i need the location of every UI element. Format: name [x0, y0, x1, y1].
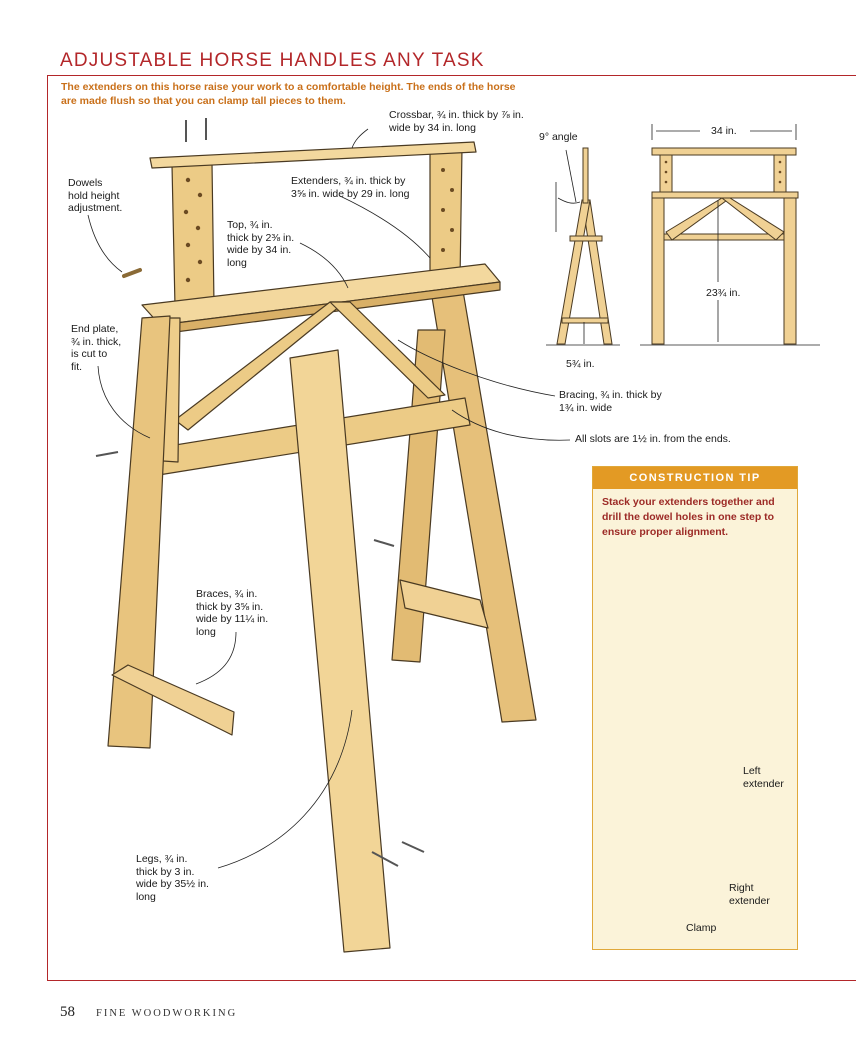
callout-bracing: Bracing, ¾ in. thick by 1¾ in. wide — [559, 389, 662, 414]
back-right-leg — [429, 284, 537, 723]
callout-slots: All slots are 1½ in. from the ends. — [575, 433, 731, 445]
callout-crossbar: Crossbar, ¾ in. thick by ⅞ in. wide by 3… — [389, 109, 524, 134]
leader-bracing — [397, 339, 556, 397]
callout-extenders: Extenders, ¾ in. thick by 3⅝ in. wide by… — [291, 175, 410, 200]
callout-braces: Braces, ¾ in. thick by 3⅝ in. wide by 11… — [196, 588, 269, 638]
article-frame — [47, 75, 856, 981]
page-title: ADJUSTABLE HORSE HANDLES ANY TASK — [60, 50, 485, 71]
back-brace — [399, 579, 489, 629]
leader-extenders — [339, 195, 431, 259]
tip-text: Stack your extenders together and drill … — [602, 496, 775, 538]
label-left-extender: Left extender — [743, 765, 784, 790]
callout-dowels: Dowels hold height adjustment. — [68, 177, 123, 214]
front-brace — [111, 664, 235, 736]
front-view-crossbar — [651, 147, 797, 156]
label-right-extender: Right extender — [729, 882, 770, 907]
front-view-top — [651, 191, 799, 199]
leader-top — [299, 242, 349, 289]
tip-heading: CONSTRUCTION TIP — [593, 467, 797, 489]
dim-width: 34 in. — [711, 125, 737, 137]
callout-end-plate: End plate, ¾ in. thick, is cut to fit. — [71, 323, 122, 373]
left-extender — [171, 162, 215, 308]
dim-height: 23¾ in. — [706, 287, 741, 299]
front-left-leg — [107, 315, 171, 749]
construction-tip-box: CONSTRUCTION TIP Stack your extenders to… — [592, 466, 798, 950]
front-right-leg — [289, 349, 391, 953]
right-extender — [429, 147, 463, 283]
leader-dowels — [87, 214, 123, 273]
dim-brace-height: 5¾ in. — [566, 358, 595, 370]
leader-slots — [451, 409, 571, 441]
leader-endplate — [97, 365, 151, 439]
magazine-name: FINE WOODWORKING — [96, 1008, 238, 1019]
bracing-right — [329, 301, 446, 399]
leader-braces — [195, 631, 237, 685]
label-clamp: Clamp — [686, 922, 717, 934]
leader-crossbar — [351, 128, 369, 149]
dim-angle: 9° angle — [539, 131, 578, 143]
crossbar — [149, 141, 477, 169]
side-extender — [582, 147, 589, 204]
callout-legs: Legs, ¾ in. thick by 3 in. wide by 35½ i… — [136, 853, 209, 903]
page-number: 58 — [60, 1004, 75, 1020]
leader-legs — [217, 709, 353, 869]
callout-top: Top, ¾ in. thick by 2⅜ in. wide by 34 in… — [227, 219, 295, 269]
intro-text: The extenders on this horse raise your w… — [61, 81, 516, 107]
